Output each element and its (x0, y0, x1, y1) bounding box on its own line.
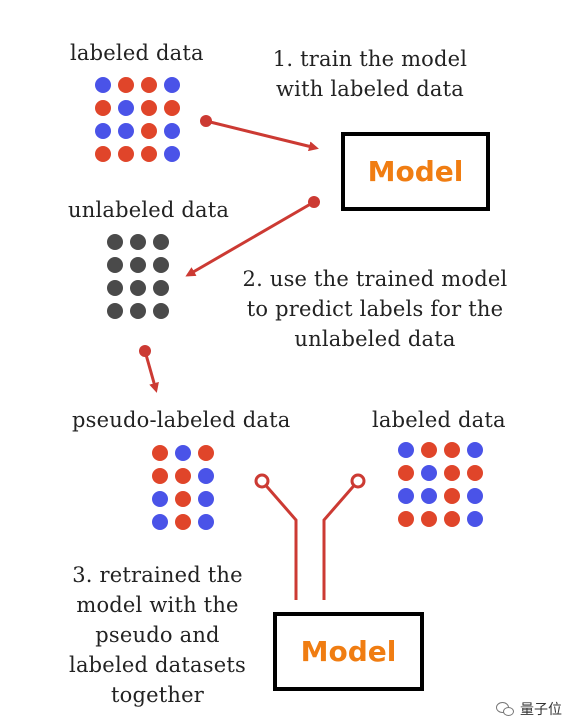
data-dot-red (467, 465, 483, 481)
step2-text: 2. use the trained model to predict labe… (230, 264, 520, 354)
data-dot-red (152, 468, 168, 484)
data-dot-red (141, 77, 157, 93)
data-dot-blue (467, 511, 483, 527)
data-dot-red (398, 465, 414, 481)
data-dot-gray (107, 257, 123, 273)
data-dot-red (164, 100, 180, 116)
data-dot-blue (421, 465, 437, 481)
data-dot-blue (398, 488, 414, 504)
data-dot-red (141, 146, 157, 162)
label-unlabeled-data: unlabeled data (68, 198, 230, 222)
data-dot-gray (107, 303, 123, 319)
data-dot-gray (153, 303, 169, 319)
data-dot-red (141, 123, 157, 139)
data-dot-gray (153, 234, 169, 250)
label-labeled-data-right: labeled data (372, 408, 506, 432)
model-label-top: Model (367, 155, 464, 188)
data-dot-red (444, 511, 460, 527)
data-dot-gray (153, 257, 169, 273)
data-dot-red (398, 511, 414, 527)
data-dot-gray (130, 303, 146, 319)
watermark-text: 量子位 (520, 702, 562, 718)
data-dot-blue (95, 123, 111, 139)
connector-labeled-to-model (322, 473, 366, 600)
data-dot-blue (118, 123, 134, 139)
arrow-labeled-to-model (200, 115, 319, 152)
data-dot-red (444, 442, 460, 458)
data-dot-blue (164, 146, 180, 162)
model-box-bottom: Model (273, 612, 424, 691)
data-dot-red (152, 445, 168, 461)
data-dot-red (175, 491, 191, 507)
data-dot-red (444, 488, 460, 504)
data-dot-blue (198, 514, 214, 530)
step3-text: 3. retrained the model with the pseudo a… (50, 560, 265, 710)
step1-line2: with labeled data (275, 77, 465, 101)
data-dot-red (141, 100, 157, 116)
data-dot-blue (421, 488, 437, 504)
data-dot-red (95, 100, 111, 116)
data-dot-red (198, 445, 214, 461)
step2-line3: unlabeled data (294, 327, 456, 351)
label-pseudo-labeled-data: pseudo-labeled data (72, 408, 291, 432)
wechat-icon (496, 702, 514, 716)
label-labeled-data-top: labeled data (70, 41, 204, 65)
data-dot-blue (467, 442, 483, 458)
watermark: 量子位 (496, 699, 562, 719)
step3-line1: 3. retrained the (72, 563, 243, 587)
arrow-model-to-unlabeled (185, 196, 320, 277)
step3-line2: model with the (76, 593, 239, 617)
arrow-unlabeled-to-pseudo (139, 345, 159, 393)
data-dot-blue (198, 468, 214, 484)
data-dot-gray (107, 280, 123, 296)
step1-line1: 1. train the model (272, 47, 468, 71)
data-dot-blue (164, 77, 180, 93)
data-dot-blue (175, 445, 191, 461)
model-box-top: Model (341, 132, 490, 211)
model-label-bottom: Model (300, 635, 397, 668)
step2-line1: 2. use the trained model (242, 267, 508, 291)
data-dot-gray (130, 280, 146, 296)
data-dot-gray (153, 280, 169, 296)
step2-line2: to predict labels for the (246, 297, 504, 321)
data-dot-red (118, 146, 134, 162)
data-dot-blue (198, 491, 214, 507)
step3-line3: pseudo and (95, 623, 220, 647)
data-dot-red (118, 77, 134, 93)
data-dot-red (444, 465, 460, 481)
data-dot-blue (152, 491, 168, 507)
connector-pseudo-to-model (254, 473, 298, 600)
data-dot-red (175, 468, 191, 484)
data-dot-gray (130, 234, 146, 250)
data-dot-gray (107, 234, 123, 250)
data-dot-blue (118, 100, 134, 116)
data-dot-red (421, 511, 437, 527)
data-dot-gray (130, 257, 146, 273)
data-dot-red (421, 442, 437, 458)
data-dot-blue (467, 488, 483, 504)
step3-line4: labeled datasets (69, 653, 246, 677)
data-dot-blue (398, 442, 414, 458)
data-dot-blue (95, 77, 111, 93)
step1-text: 1. train the model with labeled data (255, 44, 485, 104)
step3-line5: together (111, 683, 204, 707)
data-dot-red (175, 514, 191, 530)
data-dot-red (95, 146, 111, 162)
data-dot-blue (164, 123, 180, 139)
data-dot-blue (152, 514, 168, 530)
